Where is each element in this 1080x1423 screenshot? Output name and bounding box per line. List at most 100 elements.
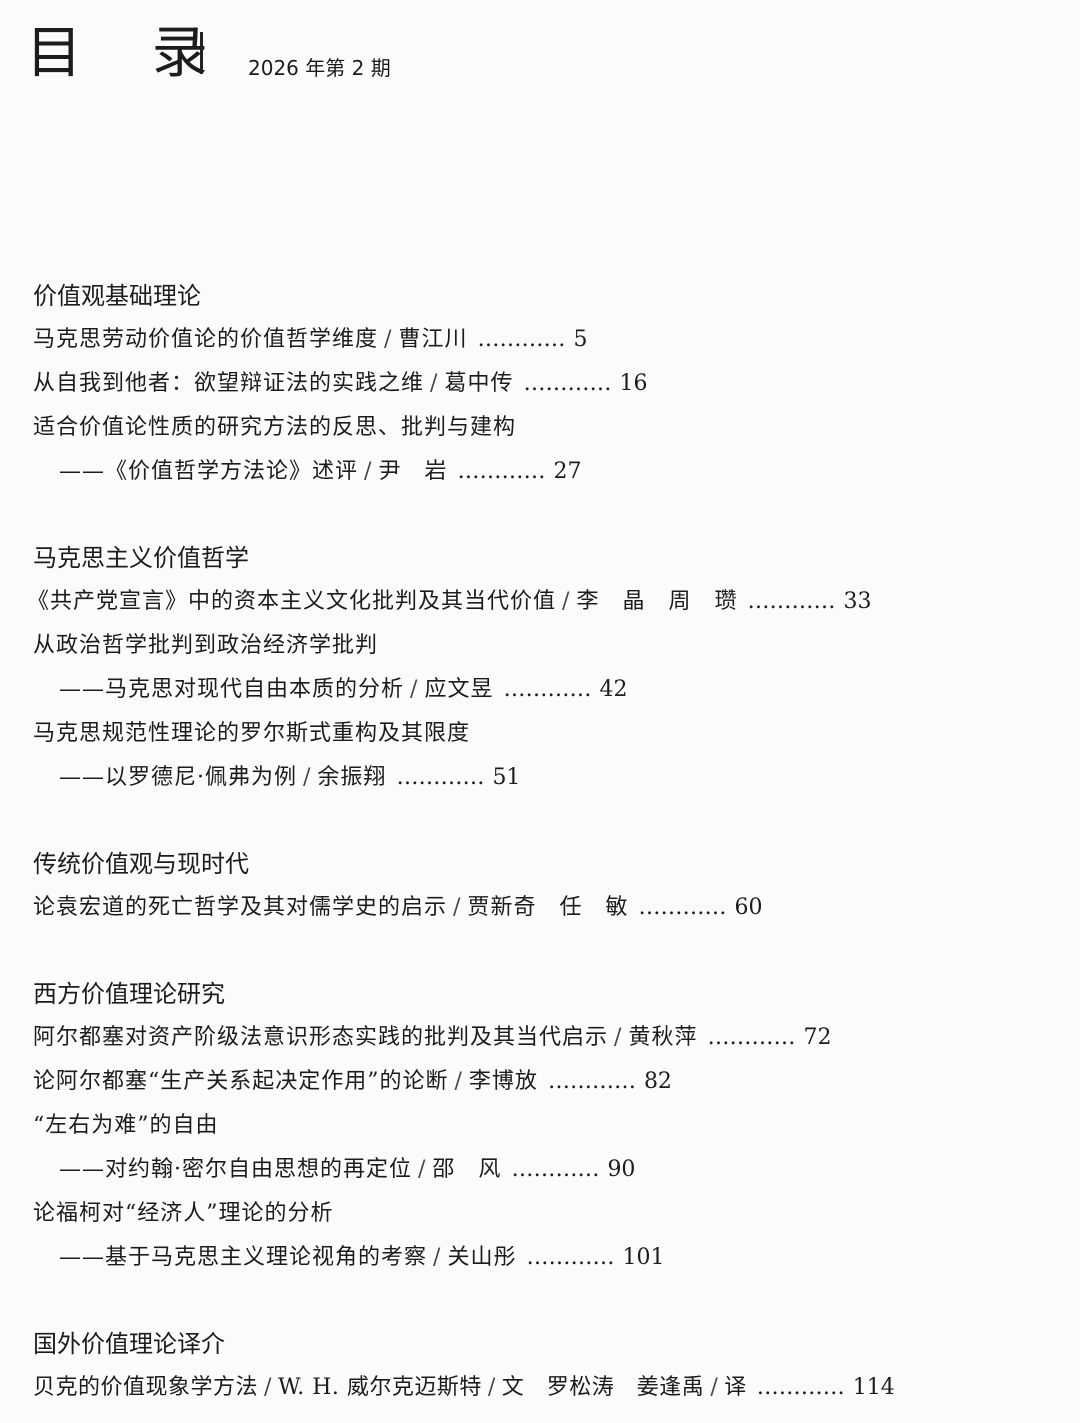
article-author: 余振翔 [317,765,387,790]
separator: / [264,1375,272,1400]
article-title: 适合价值论性质的研究方法的反思、批判与建构 [33,415,517,440]
leader-dots: ………… [396,765,485,790]
article-title: 论袁宏道的死亡哲学及其对儒学史的启示 [33,895,448,920]
toc-entry-subtitle[interactable]: ——基于马克思主义理论视角的考察/关山彤 ………… 101 [33,1236,1073,1280]
toc-section: 马克思主义价值哲学 《共产党宣言》中的资本主义文化批判及其当代价值/李 晶 周 … [27,536,1073,800]
article-author: 邵 风 [432,1157,502,1182]
leader-dots: ………… [523,371,612,396]
article-author: 李 晶 周 瓒 [576,589,738,614]
leader-dots: ………… [747,589,836,614]
toc-entry-subtitle[interactable]: ——《价值哲学方法论》述评/尹 岩 ………… 27 [33,450,1073,494]
toc-entry[interactable]: 马克思劳动价值论的价值哲学维度/曹江川 ………… 5 [33,318,1073,362]
page-number: 72 [803,1025,832,1050]
toc-entry-title[interactable]: 从政治哲学批判到政治经济学批判 [33,624,1073,668]
article-author: 李博放 [468,1069,538,1094]
article-author: 贾新奇 任 敏 [467,895,629,920]
leader-dots: ………… [457,459,546,484]
page-number: 82 [643,1069,672,1094]
article-title: 从政治哲学批判到政治经济学批判 [33,633,379,658]
article-author: 应文昱 [424,677,494,702]
toc-entry-title[interactable]: 马克思规范性理论的罗尔斯式重构及其限度 [33,712,1073,756]
separator: / [418,1157,427,1182]
table-of-contents: 价值观基础理论 马克思劳动价值论的价值哲学维度/曹江川…………5 从自我到他者：… [27,274,1073,1410]
page-number: 60 [734,895,763,920]
separator: / [433,1245,442,1270]
page-number: 42 [599,677,628,702]
article-author: W. H. 威尔克迈斯特 [277,1375,482,1400]
toc-entry[interactable]: 《共产党宣言》中的资本主义文化批判及其当代价值/李 晶 周 瓒 ………… 33 [27,580,1073,624]
section-title: 西方价值理论研究 [33,980,225,1008]
translator-credit: 文 罗松涛 姜逢禹 [501,1375,705,1400]
leader-dots: ………… [638,895,727,920]
separator: / [710,1375,719,1400]
toc-entry[interactable]: 论阿尔都塞“生产关系起决定作用”的论断/李博放 ………… 82 [33,1060,1073,1104]
toc-entry-title[interactable]: “左右为难”的自由 [33,1104,1073,1148]
toc-section: 国外价值理论译介 贝克的价值现象学方法/W. H. 威尔克迈斯特/文 罗松涛 姜… [33,1322,1073,1410]
translator-role: 译 [724,1375,747,1400]
page-number: 90 [607,1157,636,1182]
section-title: 传统价值观与现时代 [33,850,249,878]
issue-label: 2026 年第 2 期 [248,56,391,80]
article-title: 阿尔都塞对资产阶级法意识形态实践的批判及其当代启示 [33,1025,609,1050]
article-subtitle: ——马克思对现代自由本质的分析 [59,677,405,702]
article-title: 《共产党宣言》中的资本主义文化批判及其当代价值 [27,589,557,614]
toc-entry[interactable]: 论袁宏道的死亡哲学及其对儒学史的启示/贾新奇 任 敏 ………… 60 [33,886,1073,930]
article-title: 马克思劳动价值论的价值哲学维度 [33,327,379,352]
page-number: 27 [553,459,582,484]
article-subtitle: ——《价值哲学方法论》述评 [59,459,359,484]
page-number: 5 [573,327,588,352]
separator: / [364,459,373,484]
article-subtitle: ——以罗德尼·佩弗为例 [59,765,297,790]
toc-section: 价值观基础理论 马克思劳动价值论的价值哲学维度/曹江川…………5 从自我到他者：… [33,274,1073,494]
toc-heading: 目 录 [26,21,234,86]
article-author: 葛中传 [444,371,514,396]
toc-entry[interactable]: 贝克的价值现象学方法/W. H. 威尔克迈斯特/文 罗松涛 姜逢禹/译…………1… [33,1366,1073,1410]
leader-dots: ………… [707,1025,796,1050]
toc-entry-title[interactable]: 适合价值论性质的研究方法的反思、批判与建构 [33,406,1073,450]
separator: / [454,1069,463,1094]
toc-entry[interactable]: 阿尔都塞对资产阶级法意识形态实践的批判及其当代启示/黄秋萍 ………… 72 [33,1016,1073,1060]
article-title: 贝克的价值现象学方法 [33,1375,259,1400]
separator: / [410,677,419,702]
toc-entry[interactable]: 从自我到他者：欲望辩证法的实践之维/葛中传 ………… 16 [33,362,1073,406]
article-author: 关山彤 [447,1245,517,1270]
leader-dots: ………… [526,1245,615,1270]
separator: / [384,327,393,352]
page-number: 114 [852,1375,895,1400]
article-title: 马克思规范性理论的罗尔斯式重构及其限度 [33,721,471,746]
separator: / [487,1375,496,1400]
separator: / [430,371,439,396]
article-subtitle: ——对约翰·密尔自由思想的再定位 [59,1157,412,1182]
article-title: “左右为难”的自由 [33,1113,219,1138]
leader-dots: ………… [503,677,592,702]
article-author: 黄秋萍 [628,1025,698,1050]
toc-entry-subtitle[interactable]: ——对约翰·密尔自由思想的再定位/邵 风 ………… 90 [33,1148,1073,1192]
page-number: 51 [492,765,521,790]
toc-entry-subtitle[interactable]: ——马克思对现代自由本质的分析/应文昱 ………… 42 [33,668,1073,712]
page-number: 33 [843,589,872,614]
toc-section: 传统价值观与现时代 论袁宏道的死亡哲学及其对儒学史的启示/贾新奇 任 敏 …………… [33,842,1073,930]
separator: / [562,589,571,614]
separator: / [453,895,462,920]
article-author: 尹 岩 [378,459,448,484]
leader-dots: ………… [477,327,566,352]
page-number: 16 [619,371,648,396]
toc-section: 西方价值理论研究 阿尔都塞对资产阶级法意识形态实践的批判及其当代启示/黄秋萍……… [33,972,1073,1280]
article-title: 论阿尔都塞“生产关系起决定作用”的论断 [33,1069,449,1094]
leader-dots: ………… [756,1375,845,1400]
section-title: 国外价值理论译介 [33,1330,225,1358]
separator: / [614,1025,623,1050]
leader-dots: ………… [547,1069,636,1094]
section-title: 价值观基础理论 [33,282,201,310]
page-number: 101 [622,1245,665,1270]
article-subtitle: ——基于马克思主义理论视角的考察 [59,1245,428,1270]
article-title: 论福柯对“经济人”理论的分析 [33,1201,334,1226]
toc-entry-title[interactable]: 论福柯对“经济人”理论的分析 [33,1192,1073,1236]
separator: / [303,765,312,790]
article-title: 从自我到他者：欲望辩证法的实践之维 [33,371,425,396]
leader-dots: ………… [511,1157,600,1182]
heading-divider [200,32,203,74]
article-author: 曹江川 [398,327,468,352]
toc-entry-subtitle[interactable]: ——以罗德尼·佩弗为例/余振翔 ………… 51 [33,756,1073,800]
section-title: 马克思主义价值哲学 [33,544,249,572]
